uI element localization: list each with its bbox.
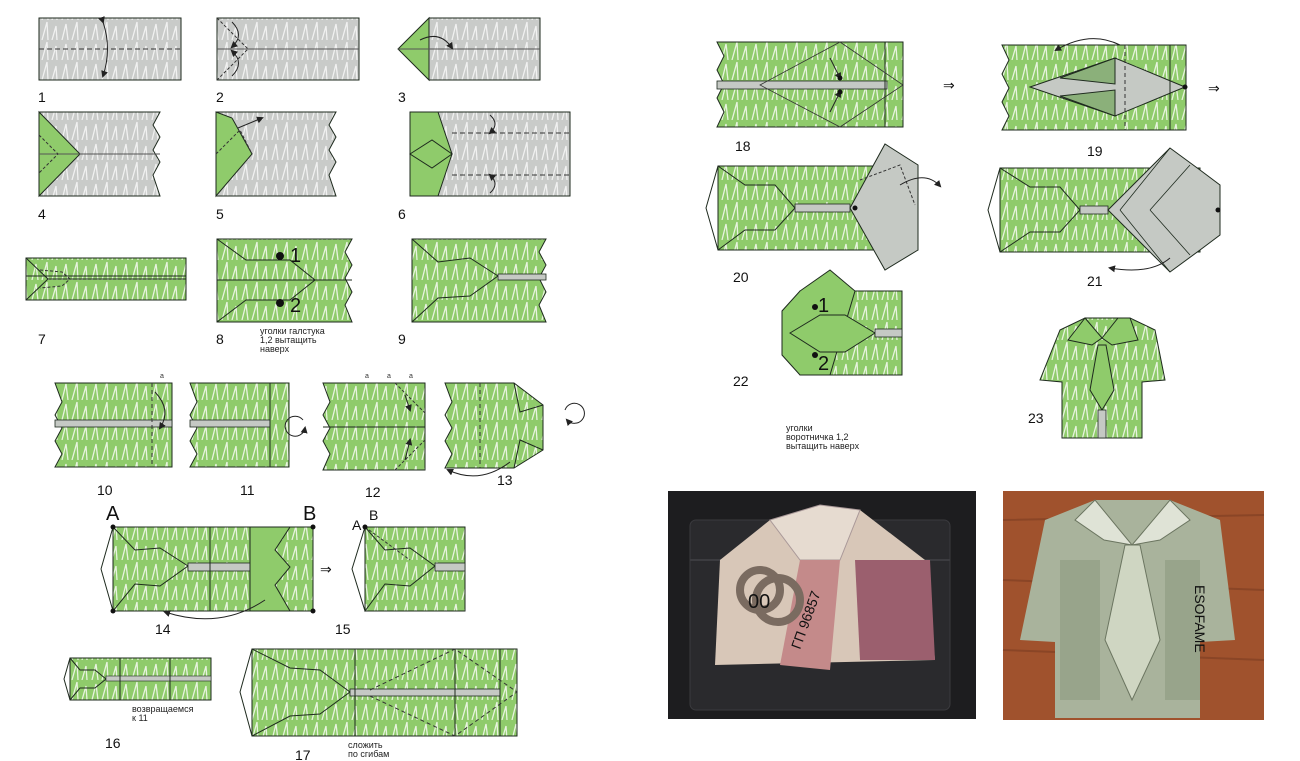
step-number: 14 — [155, 621, 171, 637]
step-number: 19 — [1087, 143, 1103, 159]
corner-label-b: B — [369, 507, 378, 523]
step-number: 7 — [38, 331, 46, 347]
step-9 — [411, 238, 547, 323]
arrow-next: ⇒ — [320, 561, 332, 577]
note-line: воротничка 1,2 — [786, 432, 848, 442]
step-number: 15 — [335, 621, 351, 637]
step-5 — [215, 111, 337, 198]
ruble-shirt-photo: 00 ГП 96857 — [668, 491, 976, 719]
step-1 — [38, 16, 182, 81]
step-18 — [716, 41, 904, 128]
step-number: 22 — [733, 373, 749, 389]
step-number: 9 — [398, 331, 406, 347]
step-number: 12 — [365, 484, 381, 500]
step-number: 11 — [240, 482, 255, 498]
arrow-next: ⇒ — [943, 77, 955, 93]
corner-label-a: A — [352, 517, 362, 533]
step-number: 3 — [398, 89, 406, 105]
step-number: 2 — [216, 89, 224, 105]
step-20 — [705, 143, 942, 271]
step-number: 10 — [97, 482, 113, 498]
step-number: 20 — [733, 269, 749, 285]
step-number: 8 — [216, 331, 224, 347]
step-number: 6 — [398, 206, 406, 222]
step-10: a — [54, 373, 173, 468]
step-number: 4 — [38, 206, 46, 222]
corner-label-a: A — [106, 503, 120, 525]
step-19 — [1001, 38, 1188, 131]
dim-a: a — [365, 373, 369, 380]
step-17 — [239, 648, 518, 737]
note-line: вытащить наверх — [786, 441, 860, 451]
arrow-next: ⇒ — [1208, 80, 1220, 96]
note-line: сложить — [348, 740, 383, 750]
banknote-denomination: 00 — [748, 591, 770, 613]
note-line: возвращаемся — [132, 704, 194, 714]
step-14: A B — [100, 503, 316, 620]
step-8: 1 2 — [216, 238, 353, 323]
step-13 — [444, 382, 585, 477]
note-line: к 11 — [132, 713, 148, 723]
step-21 — [987, 147, 1221, 273]
corner-marker-1: 1 — [290, 245, 301, 267]
step-number: 13 — [497, 472, 513, 488]
step-number: 17 — [295, 747, 311, 761]
note-line: наверх — [260, 344, 290, 354]
step-7 — [25, 257, 187, 301]
step-22: 1 2 — [781, 269, 903, 376]
corner-marker-2: 2 — [290, 295, 301, 317]
step-16 — [63, 657, 212, 701]
dim-a: a — [387, 373, 391, 380]
step-11 — [189, 382, 308, 468]
note-line: по сгибам — [348, 749, 389, 759]
collar-marker-1: 1 — [818, 295, 829, 317]
banknote-text: ESOFAME — [1192, 585, 1208, 653]
step-number: 16 — [105, 735, 121, 751]
note-line: уголки — [786, 423, 813, 433]
corner-label-b: B — [303, 503, 316, 525]
step-number: 23 — [1028, 410, 1044, 426]
step-2 — [216, 17, 360, 81]
note-line: уголки галстука — [260, 326, 325, 336]
step-number: 5 — [216, 206, 224, 222]
step-15: A B — [351, 507, 466, 613]
step-6 — [409, 111, 571, 197]
step-3 — [397, 16, 541, 82]
step-4 — [38, 110, 161, 198]
step-number: 21 — [1087, 273, 1103, 289]
step-number: 18 — [735, 138, 751, 154]
collar-marker-2: 2 — [818, 353, 829, 375]
dollar-shirt-photo: ESOFAME — [1002, 491, 1265, 720]
dim-a: a — [409, 373, 413, 380]
dim-a: a — [160, 373, 164, 380]
step-23 — [1039, 317, 1166, 439]
step-12: a a a — [322, 373, 426, 471]
note-line: 1,2 вытащить — [260, 335, 317, 345]
step-number: 1 — [38, 89, 46, 105]
